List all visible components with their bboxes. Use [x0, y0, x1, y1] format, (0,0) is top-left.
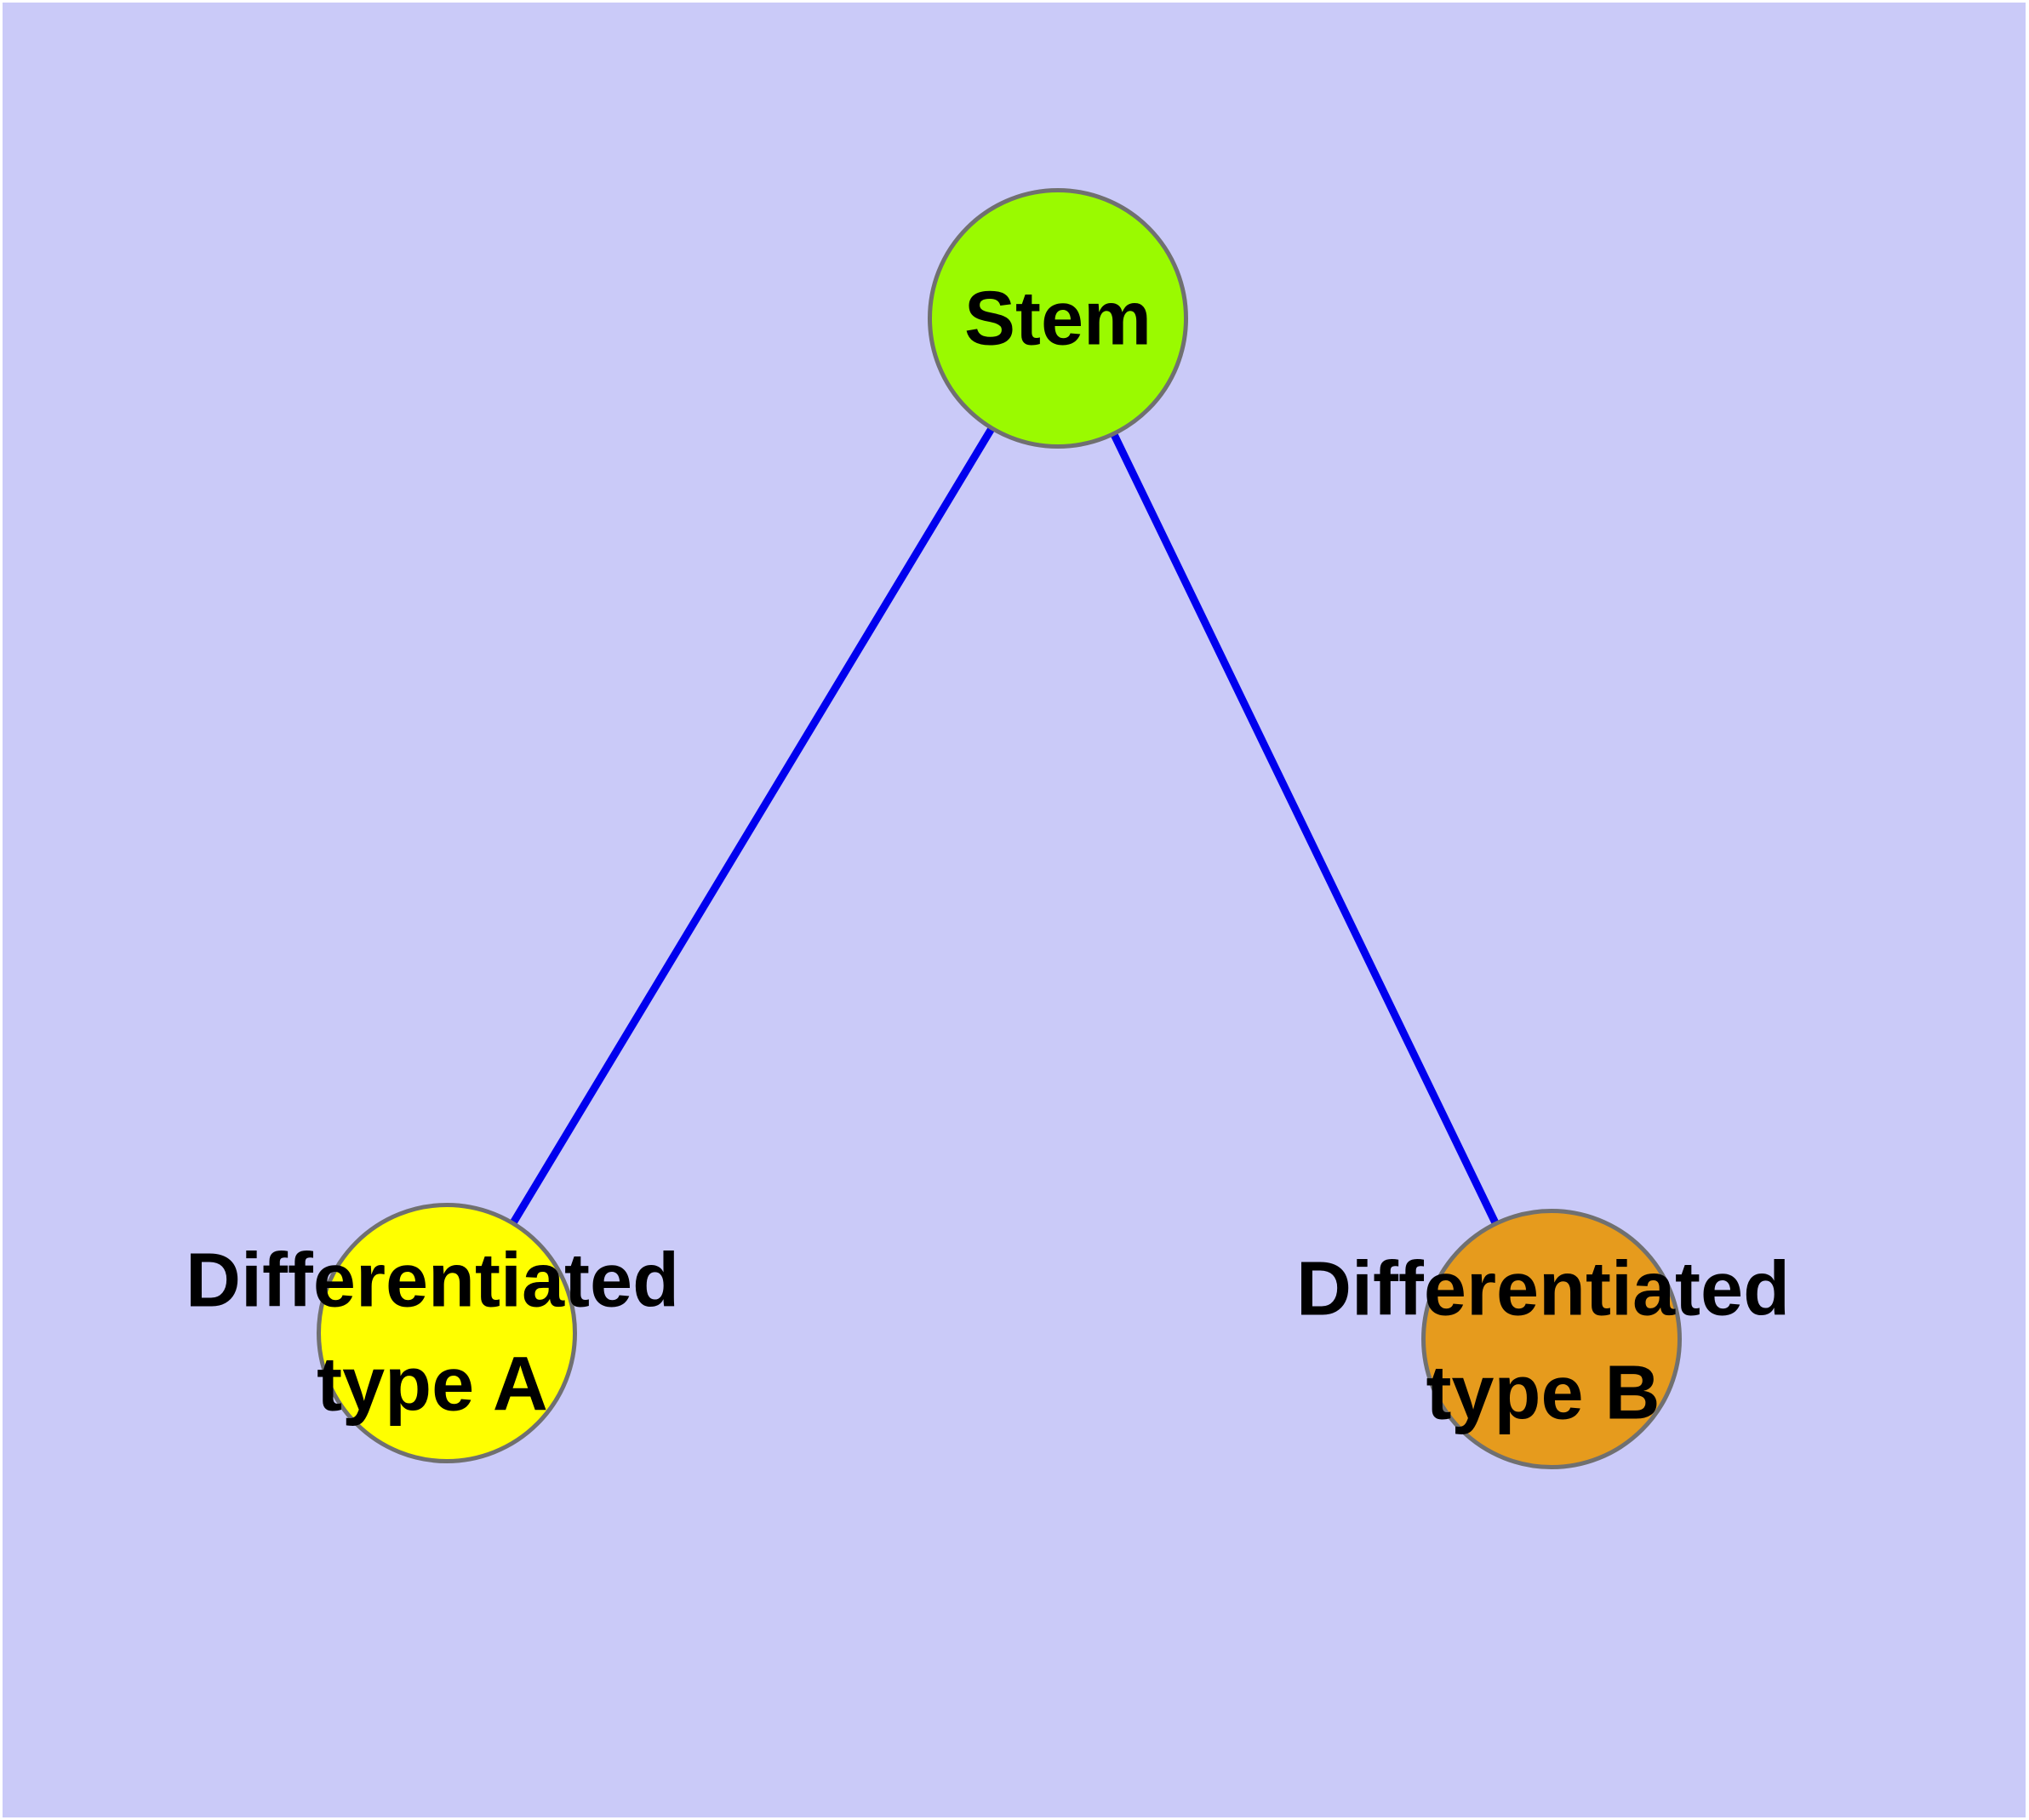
diagram-canvas: Stem Differentiated type A Differentiate… — [3, 3, 2026, 1817]
node-stem-label: Stem — [963, 276, 1152, 362]
node-differentiated-type-b — [1421, 1209, 1682, 1469]
edge-stem-to-type-a — [443, 316, 1061, 1336]
edges-layer — [443, 316, 1556, 1341]
edge-stem-to-type-b — [1054, 317, 1556, 1341]
node-differentiated-type-b-label: Differentiated type B — [1295, 1246, 1791, 1436]
node-differentiated-type-a-label: Differentiated type A — [185, 1238, 680, 1428]
node-differentiated-type-a — [317, 1203, 577, 1463]
node-stem — [928, 188, 1188, 449]
